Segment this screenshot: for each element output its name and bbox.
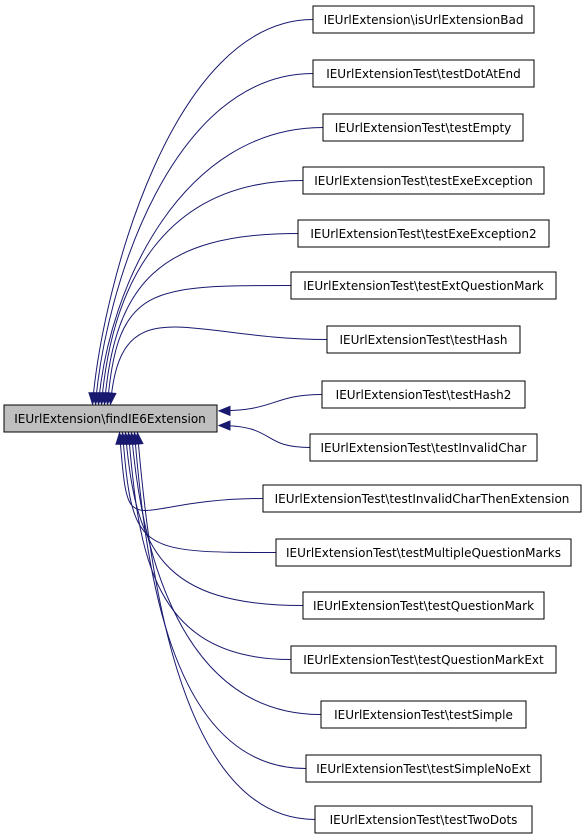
edge — [122, 432, 277, 553]
root-node-box — [3, 404, 218, 433]
caller-node-box — [314, 805, 533, 834]
caller-node[interactable]: IEUrlExtensionTest\testSimple — [320, 700, 527, 729]
caller-node-box — [322, 113, 524, 142]
caller-node-box — [297, 219, 550, 248]
caller-node-label: IEUrlExtensionTest\testExeException2 — [310, 227, 536, 241]
arrowhead — [217, 405, 231, 417]
caller-node[interactable]: IEUrlExtensionTest\testDotAtEnd — [312, 59, 535, 88]
caller-node[interactable]: IEUrlExtensionTest\testHash2 — [321, 380, 526, 409]
caller-node-box — [305, 754, 542, 783]
edges — [88, 19, 328, 820]
caller-node[interactable]: IEUrlExtensionTest\testExtQuestionMark — [290, 271, 557, 300]
caller-node[interactable]: IEUrlExtensionTest\testHash — [326, 325, 521, 354]
caller-node-label: IEUrlExtensionTest\testExtQuestionMark — [303, 279, 544, 293]
edge — [101, 180, 304, 405]
edge — [110, 326, 328, 405]
caller-node-label: IEUrlExtensionTest\testInvalidCharThenEx… — [275, 492, 570, 506]
caller-node-label: IEUrlExtensionTest\testTwoDots — [330, 813, 518, 827]
caller-node-box — [262, 484, 582, 513]
edge — [107, 284, 292, 405]
arrowhead — [217, 420, 231, 431]
caller-nodes: IEUrlExtension\isUrlExtensionBadIEUrlExt… — [262, 5, 582, 834]
caller-node-label: IEUrlExtensionTest\testInvalidChar — [321, 441, 527, 455]
caller-node-label: IEUrlExtensionTest\testDotAtEnd — [326, 67, 521, 81]
caller-node[interactable]: IEUrlExtensionTest\testEmpty — [322, 113, 524, 142]
root-node[interactable]: IEUrlExtension\findIE6Extension — [3, 404, 218, 433]
caller-node-label: IEUrlExtensionTest\testQuestionMark — [313, 599, 534, 613]
caller-node[interactable]: IEUrlExtension\isUrlExtensionBad — [312, 5, 535, 34]
caller-node-box — [290, 645, 557, 674]
caller-node-label: IEUrlExtensionTest\testHash — [339, 333, 507, 347]
caller-node-box — [326, 325, 521, 354]
caller-node[interactable]: IEUrlExtensionTest\testTwoDots — [314, 805, 533, 834]
caller-node-box — [275, 538, 572, 567]
caller-node[interactable]: IEUrlExtensionTest\testSimpleNoExt — [305, 754, 542, 783]
edge — [131, 432, 322, 715]
edge — [218, 424, 311, 448]
caller-node[interactable]: IEUrlExtensionTest\testInvalidCharThenEx… — [262, 484, 582, 513]
caller-node-label: IEUrlExtension\isUrlExtensionBad — [324, 13, 524, 27]
edge — [125, 432, 304, 606]
caller-node-label: IEUrlExtensionTest\testSimple — [334, 708, 513, 722]
caller-node[interactable]: IEUrlExtensionTest\testExeException2 — [297, 219, 550, 248]
edge — [128, 432, 292, 660]
caller-node-label: IEUrlExtensionTest\testExeException — [314, 174, 533, 188]
caller-node-box — [302, 591, 545, 620]
caller-node[interactable]: IEUrlExtensionTest\testInvalidChar — [309, 433, 538, 462]
caller-node-box — [312, 5, 535, 34]
edge — [137, 432, 316, 820]
caller-node-label: IEUrlExtensionTest\testEmpty — [335, 121, 512, 135]
arrowhead — [133, 431, 144, 445]
edge — [98, 127, 324, 405]
edge — [92, 19, 314, 405]
caller-node-label: IEUrlExtensionTest\testMultipleQuestionM… — [286, 546, 561, 560]
caller-node[interactable]: IEUrlExtensionTest\testExeException — [302, 166, 545, 195]
edge — [134, 432, 307, 769]
caller-node[interactable]: IEUrlExtensionTest\testQuestionMarkExt — [290, 645, 557, 674]
caller-node-box — [309, 433, 538, 462]
caller-node-box — [290, 271, 557, 300]
edge — [95, 73, 314, 405]
caller-node-box — [312, 59, 535, 88]
caller-node-label: IEUrlExtensionTest\testSimpleNoExt — [316, 762, 531, 776]
arrowhead — [106, 392, 117, 406]
caller-node-box — [302, 166, 545, 195]
caller-node-box — [321, 380, 526, 409]
caller-node-label: IEUrlExtensionTest\testQuestionMarkExt — [303, 653, 544, 667]
caller-node[interactable]: IEUrlExtensionTest\testMultipleQuestionM… — [275, 538, 572, 567]
caller-node[interactable]: IEUrlExtensionTest\testQuestionMark — [302, 591, 545, 620]
root-node-label: IEUrlExtension\findIE6Extension — [14, 412, 206, 426]
edge — [104, 233, 299, 405]
caller-node-label: IEUrlExtensionTest\testHash2 — [336, 388, 512, 402]
caller-node-box — [320, 700, 527, 729]
edge — [218, 394, 323, 412]
